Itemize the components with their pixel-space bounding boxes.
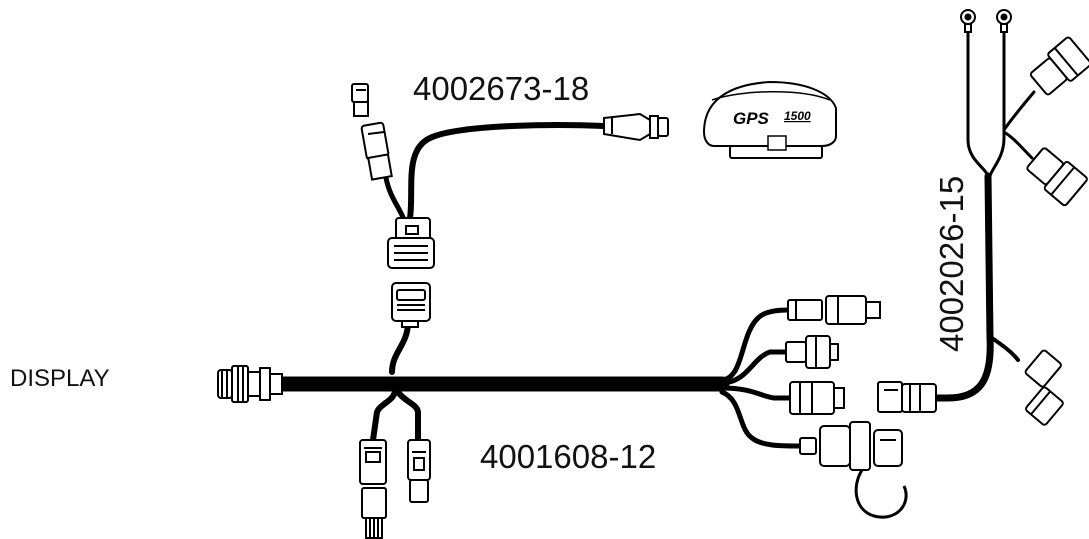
breakout-connector-left [359,439,387,539]
gps-harness-db9-adapter [387,217,435,269]
vertical-harness-side-branch [990,336,1020,362]
vertical-harness-lead-2 [988,28,1006,178]
vertical-harness-connector-lower [1026,147,1088,207]
gps-harness-power-lead [383,175,407,223]
vertical-harness-connector-side [1024,349,1064,426]
display-round-connector [217,365,283,403]
harness-vertical-label: 4002026-15 [933,176,970,352]
vertical-harness-ring-terminal-2 [996,9,1012,33]
vertical-harness-connector-upper [1029,36,1089,96]
vertical-harness-branch-upper [1002,90,1036,132]
fanout-cable-4 [719,389,803,449]
gps-harness-cable [407,122,607,221]
fanout-connector-2 [785,335,839,369]
fanout-connector-4-round [799,421,908,519]
gps-receiver-brand: GPS [733,109,770,128]
fanout-connector-1 [787,295,881,325]
gps-1500-receiver: GPS 1500 [702,80,837,159]
cables [274,28,1036,449]
vertical-harness-lead-1 [966,28,990,178]
gps-harness-small-plug [351,83,369,117]
harness-main-label: 4001608-12 [480,438,656,475]
fanout-cable-2 [719,349,789,386]
fanout-cable-1 [719,307,791,383]
fanout-connector-3 [789,381,845,415]
gps-receiver-model: 1500 [784,109,811,123]
gps-receiver-dome [702,80,837,147]
breakout-leg-right [395,389,421,443]
vertical-harness-branch-lower [1002,130,1034,160]
gps-breakout-connector [391,282,431,328]
vertical-harness-trunk [931,172,994,402]
vertical-harness-ring-terminal-1 [960,9,976,33]
harness-gps-label: 4002673-18 [413,70,589,107]
breakout-leg-left [370,389,398,443]
gps-harness-power-plug [360,121,393,181]
gps-harness-round-connector [603,112,669,142]
display-label: DISPLAY [10,365,110,392]
vertical-harness-end-connector [877,381,937,413]
breakout-connector-right [407,439,431,503]
fanout-cable-3 [719,385,793,401]
trunk-to-gps-connector-cable [389,319,411,375]
